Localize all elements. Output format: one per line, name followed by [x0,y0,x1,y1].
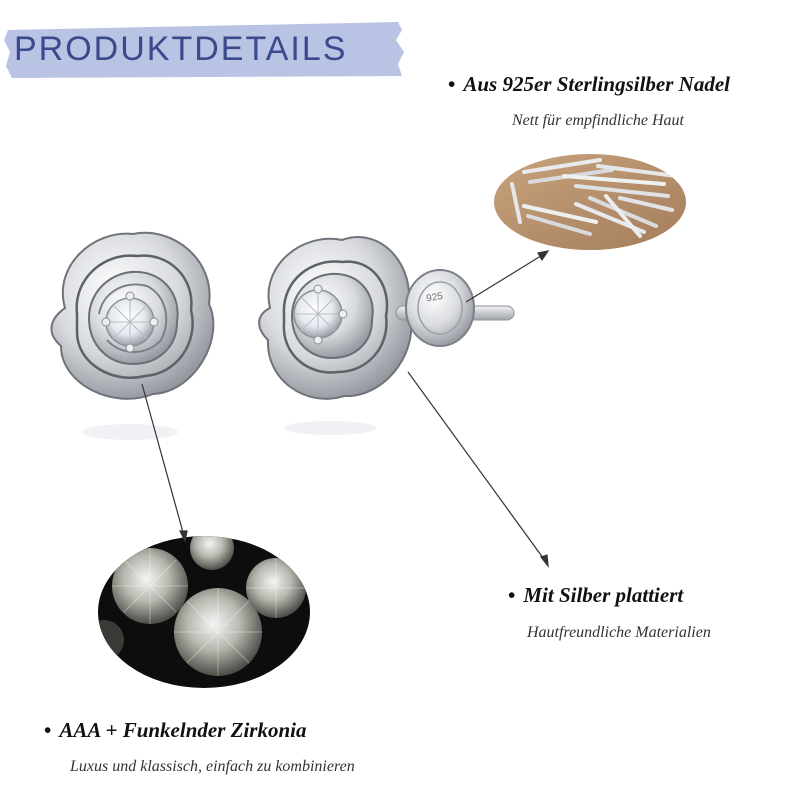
rose-earring-side [258,236,413,400]
earring-back [405,269,475,347]
feature-zirconia-subtitle: Luxus und klassisch, einfach zu kombinie… [70,758,355,775]
banner-title: PRODUKTDETAILS [14,30,348,68]
earring-stamp: 925 [425,291,444,305]
zirconia-inset-image [98,536,310,688]
arrow-to-plated [407,371,547,563]
bullet-icon: • [448,72,456,96]
rose-earring-front [50,231,215,400]
bullet-icon: • [44,718,52,742]
banner-brush-shape [4,22,404,78]
feature-needle-title-text: Aus 925er Sterlingsilber Nadel [463,72,730,96]
needle-inset-image [494,154,686,250]
feature-needle-title: • Aus 925er Sterlingsilber Nadel [448,72,730,97]
feature-plated-subtitle: Hautfreundliche Materialien [527,624,711,641]
arrow-to-needle [465,253,545,303]
feature-zirconia-title: • AAA + Funkelnder Zirkonia [44,718,306,743]
feature-plated-title-text: Mit Silber plattiert [523,583,684,607]
feature-plated-title: • Mit Silber plattiert [508,583,683,608]
feature-zirconia-title-text: AAA + Funkelnder Zirkonia [59,718,307,742]
feature-needle-subtitle: Nett für empfindliche Haut [512,112,684,129]
arrow-to-zirconia [141,383,185,537]
bullet-icon: • [508,583,516,607]
